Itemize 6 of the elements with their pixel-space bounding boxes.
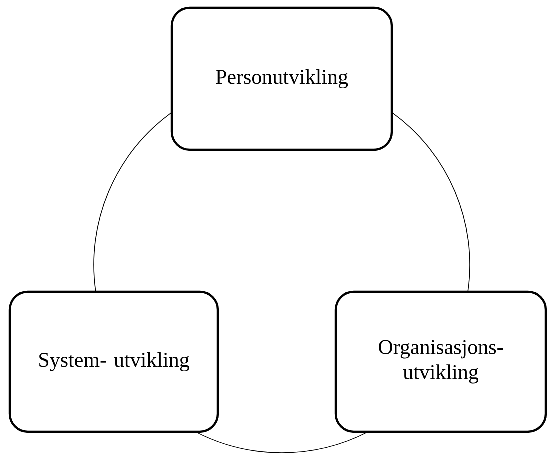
process-box: Organisasjons- utvikling xyxy=(334,290,548,434)
connector-arc xyxy=(196,432,368,454)
process-box: System- utvikling xyxy=(8,290,220,434)
connector-arc xyxy=(94,112,172,292)
process-box: Personutvikling xyxy=(170,6,394,152)
connector-arc xyxy=(392,112,470,292)
